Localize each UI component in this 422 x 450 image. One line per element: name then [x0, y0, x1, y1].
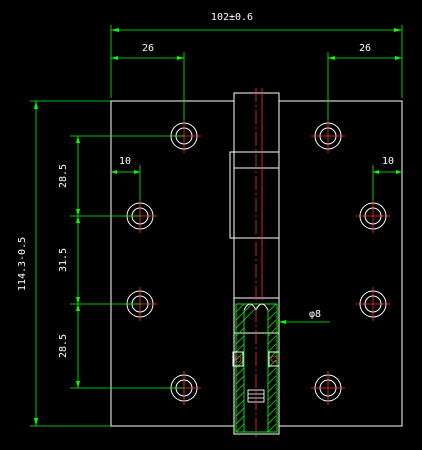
knuckle-seg-1	[233, 92, 280, 153]
right-leaf	[278, 100, 403, 427]
pin-section	[232, 303, 280, 433]
right-leaf-outline	[278, 100, 403, 427]
left-leaf	[110, 100, 235, 427]
label-spacing-middle: 31.5	[58, 248, 69, 272]
label-spacing-bottom: 28.5	[58, 334, 69, 358]
screw-hole	[311, 119, 345, 153]
label-spacing-top: 28.5	[58, 164, 69, 188]
knuckle-seg-2	[229, 151, 280, 239]
dimensions: 102±0.6 26 26 10 10 28.5 31.5 28.5	[17, 12, 403, 427]
bushing-left	[232, 351, 244, 367]
label-hole-offset-right: 26	[359, 43, 371, 54]
label-pin-diameter: φ8	[309, 309, 321, 320]
label-edge-offset-left: 10	[119, 156, 131, 167]
knuckle	[229, 88, 280, 438]
screw-hole	[356, 199, 390, 233]
knuckle-seg-3	[233, 237, 280, 299]
label-edge-offset-right: 10	[382, 156, 394, 167]
bushing-right	[268, 351, 280, 367]
screw-holes	[123, 119, 390, 405]
screw-hole	[311, 371, 345, 405]
label-overall-height: 114.3-0.5	[17, 237, 28, 291]
screw-hole	[356, 287, 390, 321]
left-leaf-outline	[110, 100, 235, 427]
label-overall-width: 102±0.6	[211, 12, 253, 23]
label-hole-offset-left: 26	[142, 43, 154, 54]
